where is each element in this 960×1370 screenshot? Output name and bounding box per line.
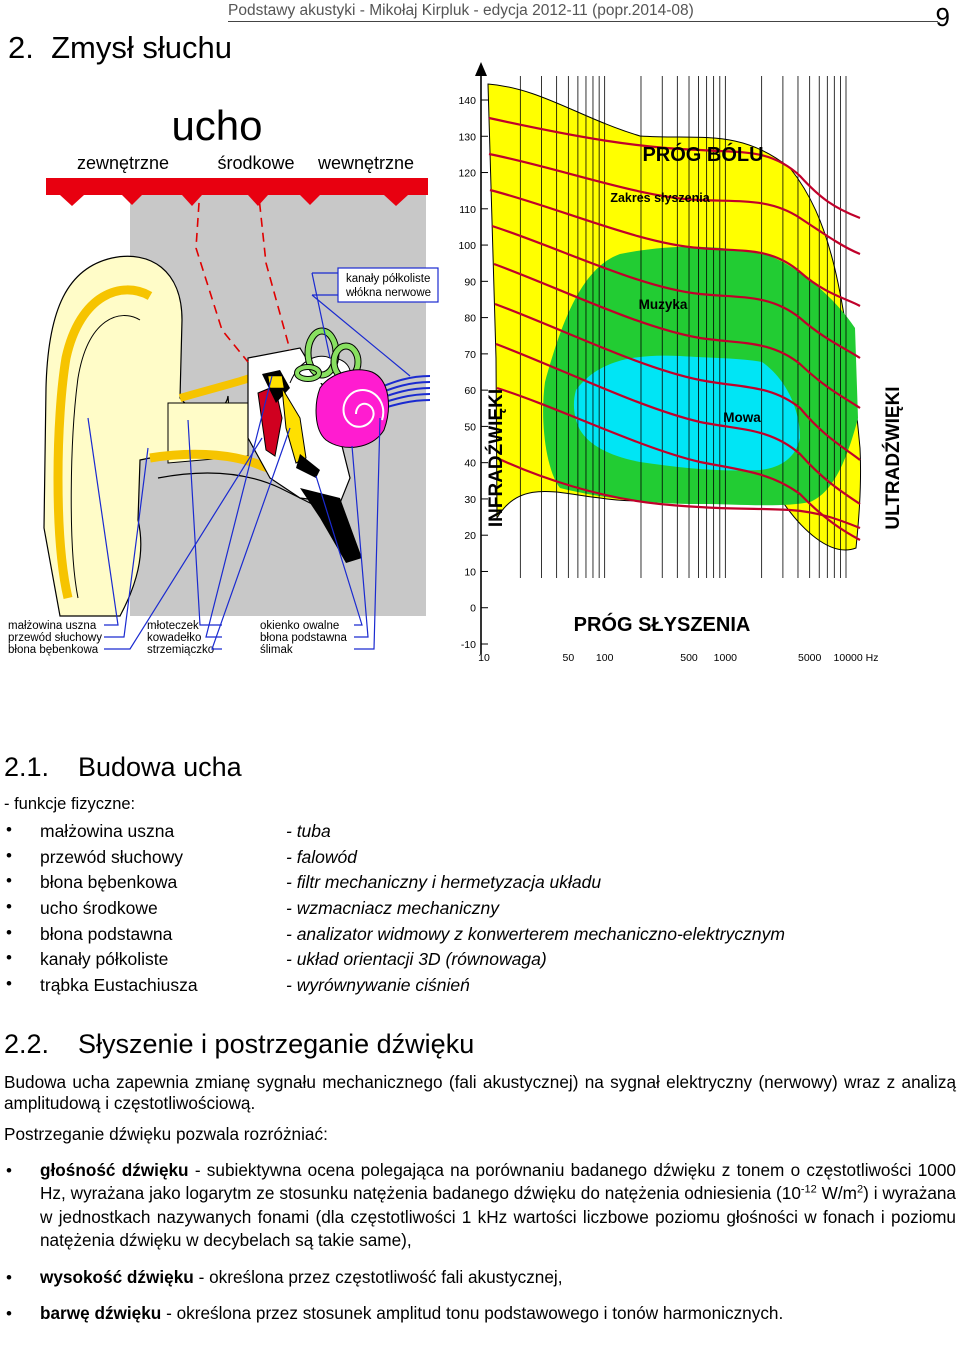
text-content: 2.1.Budowa ucha - funkcje fizyczne: małż… — [4, 752, 956, 1339]
infrasound-label: INFRADŹWIĘKI — [485, 389, 507, 527]
ear-part-middle: środkowe — [217, 153, 294, 173]
ear-part-outer: zewnętrzne — [77, 153, 169, 173]
svg-text:strzemiączko: strzemiączko — [147, 644, 214, 656]
list-item: przewód słuchowy- falowód — [4, 846, 956, 873]
svg-text:błona bębenkowa: błona bębenkowa — [8, 644, 99, 656]
svg-text:przewód słuchowy: przewód słuchowy — [8, 632, 102, 644]
y-tick-label: 110 — [459, 204, 476, 216]
y-tick-label: 50 — [464, 421, 476, 433]
equal-loudness-curves — [488, 116, 861, 541]
svg-text:kanały półkoliste: kanały półkoliste — [346, 273, 430, 285]
speech-label: Mowa — [723, 410, 761, 425]
list-item: błona podstawna- analizator widmowy z ko… — [4, 923, 956, 950]
y-tick-label: 0 — [470, 603, 476, 615]
figure: ucho zewnętrzne środkowe wewnętrzne kana… — [8, 62, 904, 664]
list-item-loudness: głośność dźwięku - subiektywna ocena pol… — [4, 1159, 956, 1253]
chapter-title: 2. Zmysł słuchu — [8, 30, 232, 65]
ultrasound-label: ULTRADŹWIĘKI — [882, 386, 904, 529]
list-item: trąbka Eustachiusza- wyrównywanie ciśnie… — [4, 974, 956, 1001]
list-item-timbre: barwę dźwięku - określona przez stosunek… — [4, 1302, 956, 1326]
section-2-paragraph-2: Postrzeganie dźwięku pozwala rozróżniać: — [4, 1123, 328, 1144]
list-item: małżowina uszna- tuba — [4, 820, 956, 847]
canal-bone-bottom — [149, 449, 302, 483]
pointer-lines — [87, 375, 381, 650]
x-tick-label: 10000 Hz — [834, 652, 879, 664]
section-2-title: 2.2.Słyszenie i postrzeganie dźwięku — [4, 1028, 475, 1059]
svg-text:kowadełko: kowadełko — [147, 632, 201, 644]
y-tick-label: -10 — [461, 639, 476, 651]
y-tick-label: 90 — [464, 276, 476, 288]
header-rule — [228, 21, 938, 22]
list-item-pitch: wysokość dźwięku - określona przez częst… — [4, 1266, 956, 1290]
list-item: kanały półkoliste- układ orientacji 3D (… — [4, 948, 956, 975]
pain-threshold-label: PRÓG BÓLU — [642, 142, 763, 166]
perception-list: głośność dźwięku - subiektywna ocena pol… — [4, 1159, 956, 1326]
y-tick-label: 20 — [464, 530, 476, 542]
ear-part-inner: wewnętrzne — [317, 153, 414, 173]
list-item: błona bębenkowa- filtr mechaniczny i her… — [4, 871, 956, 898]
y-tick-label: 40 — [464, 458, 476, 470]
auricle-cartilage-edge — [70, 315, 141, 599]
music-label: Muzyka — [639, 297, 688, 312]
part-boundaries — [195, 187, 291, 363]
x-tick-label: 50 — [562, 652, 574, 664]
x-tick-label: 10 — [478, 652, 490, 664]
y-tick-label: 60 — [464, 385, 476, 397]
running-header: Podstawy akustyki - Mikołaj Kirpluk - ed… — [228, 2, 694, 19]
x-tick-label: 1000 — [714, 652, 738, 664]
stapes — [296, 454, 320, 478]
ear-function-list: małżowina uszna- tuba przewód słuchowy- … — [4, 820, 956, 1001]
hearing-threshold-label: PRÓG SŁYSZENIA — [574, 612, 751, 636]
part-arrows — [46, 178, 428, 206]
svg-text:ślimak: ślimak — [260, 644, 293, 656]
y-tick-label: 100 — [458, 240, 476, 252]
y-tick-label: 120 — [458, 168, 476, 180]
auricle-cartilage — [53, 285, 153, 600]
y-tick-label: 10 — [464, 566, 476, 578]
svg-text:błona podstawna: błona podstawna — [260, 632, 348, 644]
x-tick-label: 500 — [680, 652, 698, 664]
y-tick-label: 80 — [464, 313, 476, 325]
ear-diagram: ucho zewnętrzne środkowe wewnętrzne kana… — [8, 102, 439, 656]
x-axis-labels: 10 50 100 500 1000 5000 10000 Hz — [478, 652, 878, 664]
speech-area — [573, 355, 800, 471]
canal-bone-top — [178, 374, 252, 402]
list-item: ucho środkowe- wzmacniacz mechaniczny — [4, 897, 956, 924]
y-tick-label: 70 — [464, 349, 476, 361]
section-1-title: 2.1.Budowa ucha — [4, 752, 242, 782]
x-tick-label: 100 — [596, 652, 614, 664]
svg-text:włókna nerwowe: włókna nerwowe — [345, 287, 431, 299]
top-label-box: kanały półkoliste włókna nerwowe — [311, 267, 439, 377]
section-1-lead: - funkcje fizyczne: — [4, 795, 136, 813]
y-tick-label: 130 — [458, 131, 476, 143]
svg-text:małżowina uszna: małżowina uszna — [8, 620, 97, 632]
canal-outline — [157, 472, 321, 509]
section-2-paragraph-1: Budowa ucha zapewnia zmianę sygnału mech… — [4, 1071, 956, 1113]
y-tick-label: 30 — [464, 494, 476, 506]
x-tick-label: 5000 — [798, 652, 822, 664]
cochlea — [315, 369, 389, 448]
malleus-head — [267, 375, 285, 389]
svg-text:młoteczek: młoteczek — [147, 620, 199, 632]
ear-canal — [167, 402, 249, 464]
ear-figure-title: ucho — [171, 102, 262, 149]
threshold-of-hearing-curve — [496, 457, 861, 530]
page-number: 9 — [935, 2, 950, 32]
hearing-range-label: Zakres słyszenia — [610, 191, 710, 205]
ear-bottom-labels: małżowina uszna przewód słuchowy błona b… — [8, 620, 348, 656]
y-tick-label: 140 — [458, 95, 476, 107]
svg-text:okienko owalne: okienko owalne — [260, 620, 339, 632]
